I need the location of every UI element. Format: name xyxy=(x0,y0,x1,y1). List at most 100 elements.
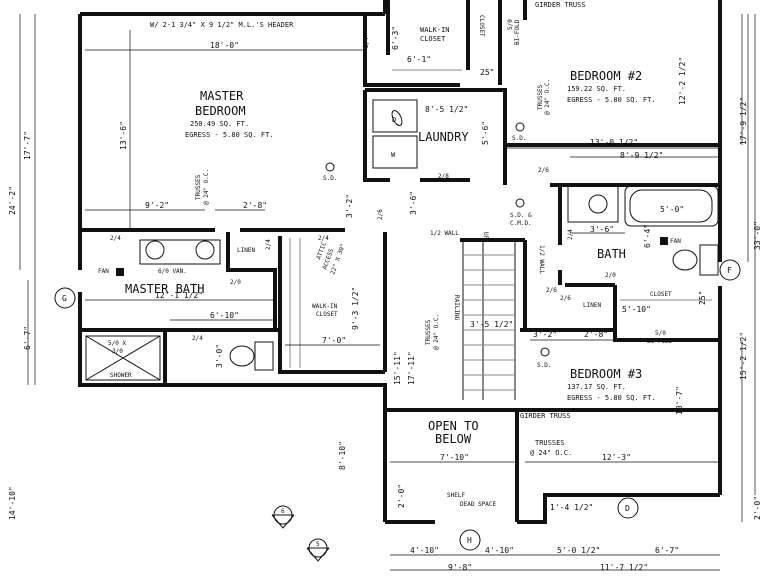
linen-master: LINEN xyxy=(237,247,255,254)
dim-2-8-b: 2'-8" xyxy=(584,330,608,339)
dim-1-4: 1'-4 1/2" xyxy=(550,503,593,512)
dim-6-4: 6'-4" xyxy=(643,224,652,248)
dim-7-10: 7'-10" xyxy=(440,453,469,462)
door-2-6-b: 2/6 xyxy=(377,209,384,220)
grid-bubble-h: H xyxy=(467,536,472,545)
dim-8-5: 8'-5 1/2" xyxy=(425,105,468,114)
dim-12-3: 12'-3" xyxy=(602,453,631,462)
master-bath-label: MASTER BATH xyxy=(125,282,204,296)
bifold-bot-2: BI-FOLD xyxy=(647,338,673,345)
dim-3-2-b: 3'-2" xyxy=(533,330,557,339)
plan-labels: W/ 2-1 3/4" X 9 1/2" M.L.'S HEADER GIRDE… xyxy=(8,1,762,572)
open-to-below-1: OPEN TO xyxy=(428,419,479,433)
girder-truss-top: GIRDER TRUSS xyxy=(535,1,586,9)
trusses-bottom-1: TRUSSES xyxy=(535,439,565,447)
dim-3-0: 3'-0" xyxy=(215,344,224,368)
fan-master: FAN xyxy=(98,268,109,275)
dim-11-7: 11'-7 1/2" xyxy=(600,563,648,572)
dim-12-2: 12'-2 1/2" xyxy=(678,57,687,105)
railing-label: RAILING xyxy=(453,295,460,321)
dim-17-7: 17'-7" xyxy=(23,131,32,160)
girder-truss-mid: GIRDER TRUSS xyxy=(520,412,571,420)
washer-w: W xyxy=(391,151,396,159)
door-2-8: 2/8 xyxy=(438,173,449,180)
trusses-bed2-2: @ 24" O.C. xyxy=(544,79,551,115)
grid-markers: G F H D 6 5 xyxy=(54,259,741,562)
shelf-1: SHELF xyxy=(447,492,465,499)
dim-9-3: 9'-3 1/2" xyxy=(351,287,360,330)
closet-vertical-label: CLOSET xyxy=(478,15,485,37)
walkin-closet-top-2: CLOSET xyxy=(420,35,446,43)
dim-3-6: 3'-6" xyxy=(409,191,418,215)
vanity-label: 6/0 VAN. xyxy=(158,268,187,275)
grid-bubble-g: G xyxy=(62,294,67,303)
door-2-6-d: 2/6 xyxy=(560,295,571,302)
door-2-4-b: 2/4 xyxy=(318,235,329,242)
bedroom3-egress: EGRESS - 5.80 SQ. FT. xyxy=(567,394,656,402)
dim-3-5: 3'-5 1/2" xyxy=(470,320,513,329)
dim-24-2: 24'-2" xyxy=(8,186,17,215)
fan-icon xyxy=(660,237,668,245)
sdco-1: S.D. & xyxy=(510,212,532,219)
dim-33-0: 33'-0" xyxy=(753,221,762,250)
shelf-2: DEAD SPACE xyxy=(460,501,497,508)
shower-1: 5/0 X xyxy=(108,340,126,347)
dim-4-10-a: 4'-10" xyxy=(410,546,439,555)
smoke-detector-icon xyxy=(540,347,550,357)
open-to-below-2: BELOW xyxy=(435,432,472,446)
dim-13-0: 13'-0 1/2" xyxy=(590,138,638,147)
dim-5-0-b: 5'-0 1/2" xyxy=(557,546,600,555)
half-wall-side: 1/2 WALL xyxy=(538,245,545,274)
walls xyxy=(78,0,722,524)
dryer-d: D xyxy=(392,116,396,124)
dim-10-7: 10'-7" xyxy=(675,386,684,415)
bath-label: BATH xyxy=(597,247,626,261)
dim-15-2: 15'-2 1/2" xyxy=(739,332,748,380)
bedroom3-label: BEDROOM #3 xyxy=(570,367,642,381)
dim-4-10-b: 4'-10" xyxy=(485,546,514,555)
dim-17-9: 17'-9 1/2" xyxy=(739,97,748,145)
door-2-4-c: 2/4 xyxy=(110,235,121,242)
bifold-top-2: BI-FOLD xyxy=(514,19,521,45)
door-2-0-a: 2/0 xyxy=(230,279,241,286)
trusses-bottom-2: @ 24" O.C. xyxy=(530,449,572,457)
walkin-closet-top-1: WALK-IN xyxy=(420,26,450,34)
door-2-6-a: 2/6 xyxy=(538,167,549,174)
door-2-0-b: 2/0 xyxy=(605,272,616,279)
door-2-4-f: 2/4 xyxy=(265,239,272,250)
dimension-lines xyxy=(19,14,756,571)
trusses-bed2-1: TRUSSES xyxy=(537,84,544,110)
trusses-stair-2: @ 24" O.C. xyxy=(433,314,440,350)
dim-9-8: 9'-8" xyxy=(448,563,472,572)
dim-5-0: 5'-0" xyxy=(660,205,684,214)
dim-13-6: 13'-6" xyxy=(119,121,128,150)
door-2-4-e: 2/4 xyxy=(567,229,574,240)
linen-bath: LINEN xyxy=(583,302,601,309)
sd-label-2: S.D. xyxy=(512,135,526,142)
dim-8-9: 8'-9 1/2" xyxy=(620,151,663,160)
walkin-closet-mid-2: CLOSET xyxy=(316,311,338,318)
bifold-bot-1: 5/0 xyxy=(655,330,666,337)
smoke-detector-icon xyxy=(515,122,525,132)
dim-25-b: 25" xyxy=(698,291,707,305)
bedroom2-label: BEDROOM #2 xyxy=(570,69,642,83)
dim-25: 25" xyxy=(480,68,494,77)
bedroom2-area: 159.22 SQ. FT. xyxy=(567,85,626,93)
fixtures xyxy=(85,69,719,400)
dim-6-7-b: 6'-7" xyxy=(655,546,679,555)
shower-3: SHOWER xyxy=(110,372,132,379)
trusses-master-1: TRUSSES xyxy=(195,174,202,200)
smoke-detector-icon xyxy=(515,198,525,208)
door-2-4-d: 2/4 xyxy=(192,335,203,342)
dim-15-11: 15'-11" xyxy=(393,351,402,385)
closet-bath-label: CLOSET xyxy=(650,291,672,298)
dim-3-6-b: 3'-6" xyxy=(590,225,614,234)
dim-12-1: 12'-1 1/2" xyxy=(155,291,203,300)
fan-bath: FAN xyxy=(670,238,681,245)
dim-18-0: 18'-0" xyxy=(210,41,239,50)
bedroom3-area: 137.17 SQ. FT. xyxy=(567,383,626,391)
shower-2: 3/0 xyxy=(112,348,123,355)
dim-5-6: 5'-6" xyxy=(481,121,490,145)
sdco-2: C.M.D. xyxy=(510,220,532,227)
